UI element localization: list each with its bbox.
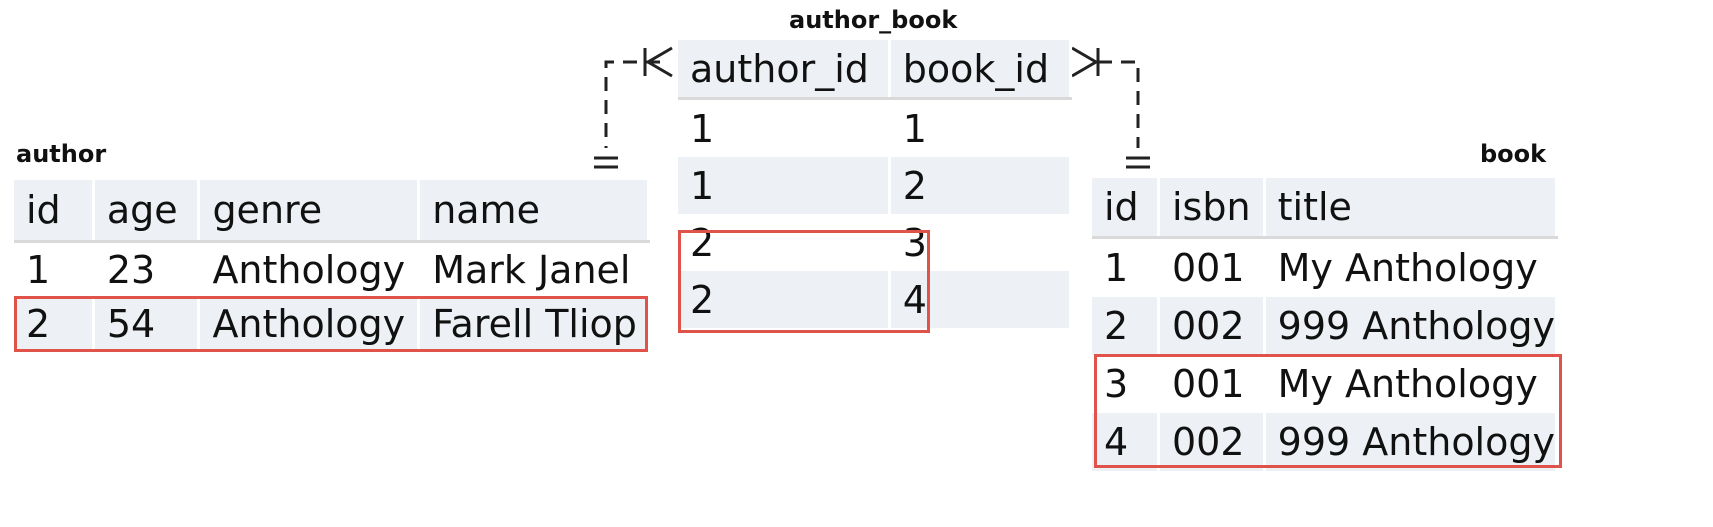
author-book-col-book-id: book_id	[889, 40, 1073, 100]
table-row: 2 54 Anthology Farell Tliop	[14, 297, 650, 351]
book-cell: My Anthology	[1264, 237, 1559, 297]
book-table-title: book	[1480, 140, 1547, 168]
author-col-name: name	[418, 180, 650, 243]
book-cell: 002	[1158, 413, 1266, 471]
author-cell: 54	[93, 297, 201, 351]
author-cell: Anthology	[198, 241, 421, 297]
table-row: 4 002 999 Anthology	[1092, 413, 1559, 471]
table-row: 2 002 999 Anthology	[1092, 297, 1559, 355]
author-book-cell: 1	[678, 157, 891, 214]
book-cell: 1	[1092, 237, 1160, 297]
connector-author-author-book	[604, 60, 660, 148]
book-cell: My Anthology	[1264, 355, 1559, 413]
book-header-row: id isbn title	[1092, 178, 1559, 239]
book-cell: 4	[1092, 413, 1160, 471]
author-book-cell: 2	[889, 157, 1073, 214]
author-col-id: id	[14, 180, 95, 243]
author-book-cell: 2	[678, 214, 891, 271]
author-col-age: age	[93, 180, 201, 243]
table-row: 1 23 Anthology Mark Janel	[14, 241, 650, 297]
table-row: 2 4	[678, 271, 1073, 328]
author-cell: 23	[93, 241, 201, 297]
table-row: 1 1	[678, 98, 1073, 157]
author-book-cell: 2	[678, 271, 891, 328]
author-book-table: author_id book_id 1 1 1 2 2 3 2 4	[678, 40, 1073, 328]
author-book-cell: 3	[889, 214, 1073, 271]
book-cell: 002	[1158, 297, 1266, 355]
author-cell: Anthology	[198, 297, 421, 351]
book-table: id isbn title 1 001 My Anthology 2 002 9…	[1092, 178, 1559, 471]
book-col-id: id	[1092, 178, 1160, 239]
book-cell: 001	[1158, 355, 1266, 413]
book-col-title: title	[1264, 178, 1559, 239]
author-cell: Farell Tliop	[418, 297, 650, 351]
crowfoot-author-book-left	[645, 46, 673, 78]
book-cell: 3	[1092, 355, 1160, 413]
book-cell: 999 Anthology	[1264, 297, 1559, 355]
author-table: id age genre name 1 23 Anthology Mark Ja…	[14, 180, 650, 351]
crowfoot-author-book-right	[1071, 46, 1099, 78]
book-cell: 2	[1092, 297, 1160, 355]
table-row: 2 3	[678, 214, 1073, 271]
connector-book-author-book	[1098, 60, 1140, 148]
author-cell: 1	[14, 241, 95, 297]
book-cell: 999 Anthology	[1264, 413, 1559, 471]
author-cell: 2	[14, 297, 95, 351]
author-book-table-title: author_book	[789, 6, 958, 34]
author-book-col-author-id: author_id	[678, 40, 891, 100]
table-row: 1 001 My Anthology	[1092, 237, 1559, 297]
author-book-header-row: author_id book_id	[678, 40, 1073, 100]
book-col-isbn: isbn	[1158, 178, 1266, 239]
table-row: 3 001 My Anthology	[1092, 355, 1559, 413]
author-book-cell: 4	[889, 271, 1073, 328]
author-header-row: id age genre name	[14, 180, 650, 243]
author-table-title: author	[16, 140, 107, 168]
author-cell: Mark Janel	[418, 241, 650, 297]
author-book-cell: 1	[889, 98, 1073, 157]
author-book-cell: 1	[678, 98, 891, 157]
author-col-genre: genre	[198, 180, 421, 243]
table-row: 1 2	[678, 157, 1073, 214]
book-cell: 001	[1158, 237, 1266, 297]
